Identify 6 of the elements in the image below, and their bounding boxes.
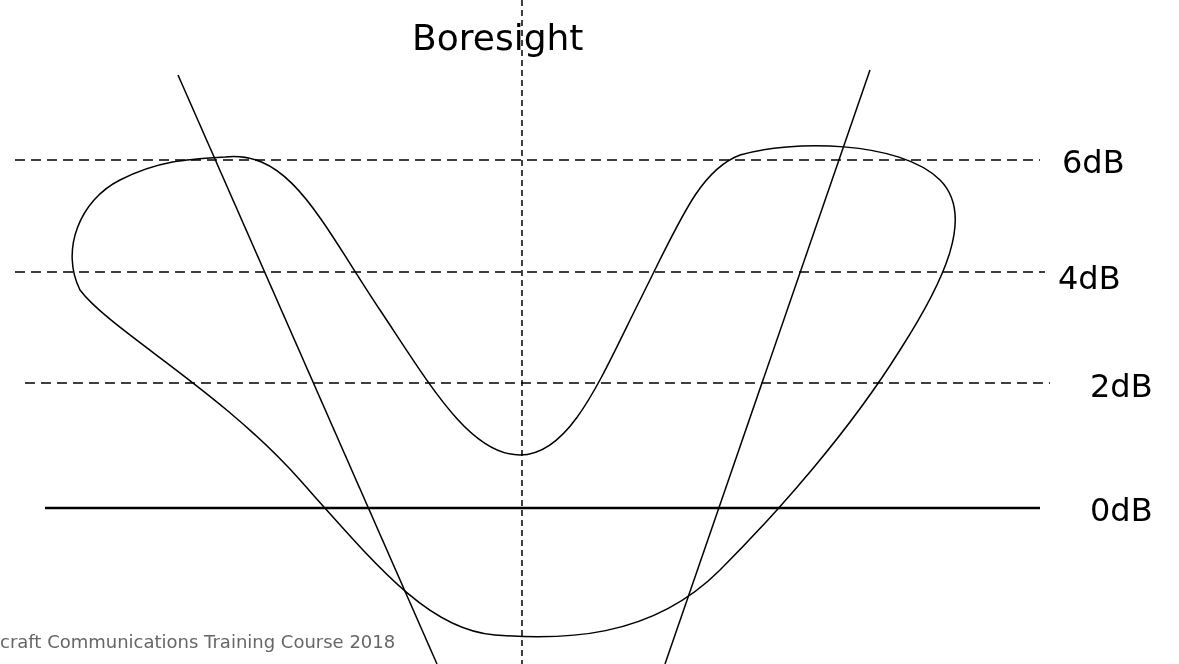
level-label: 2dB	[1090, 370, 1153, 402]
boresight-label: Boresight	[412, 20, 584, 56]
footer-text: craft Communications Training Course 2018	[0, 633, 396, 651]
level-label: 0dB	[1090, 494, 1153, 526]
level-label: 6dB	[1062, 146, 1125, 178]
level-label: 4dB	[1058, 262, 1121, 294]
